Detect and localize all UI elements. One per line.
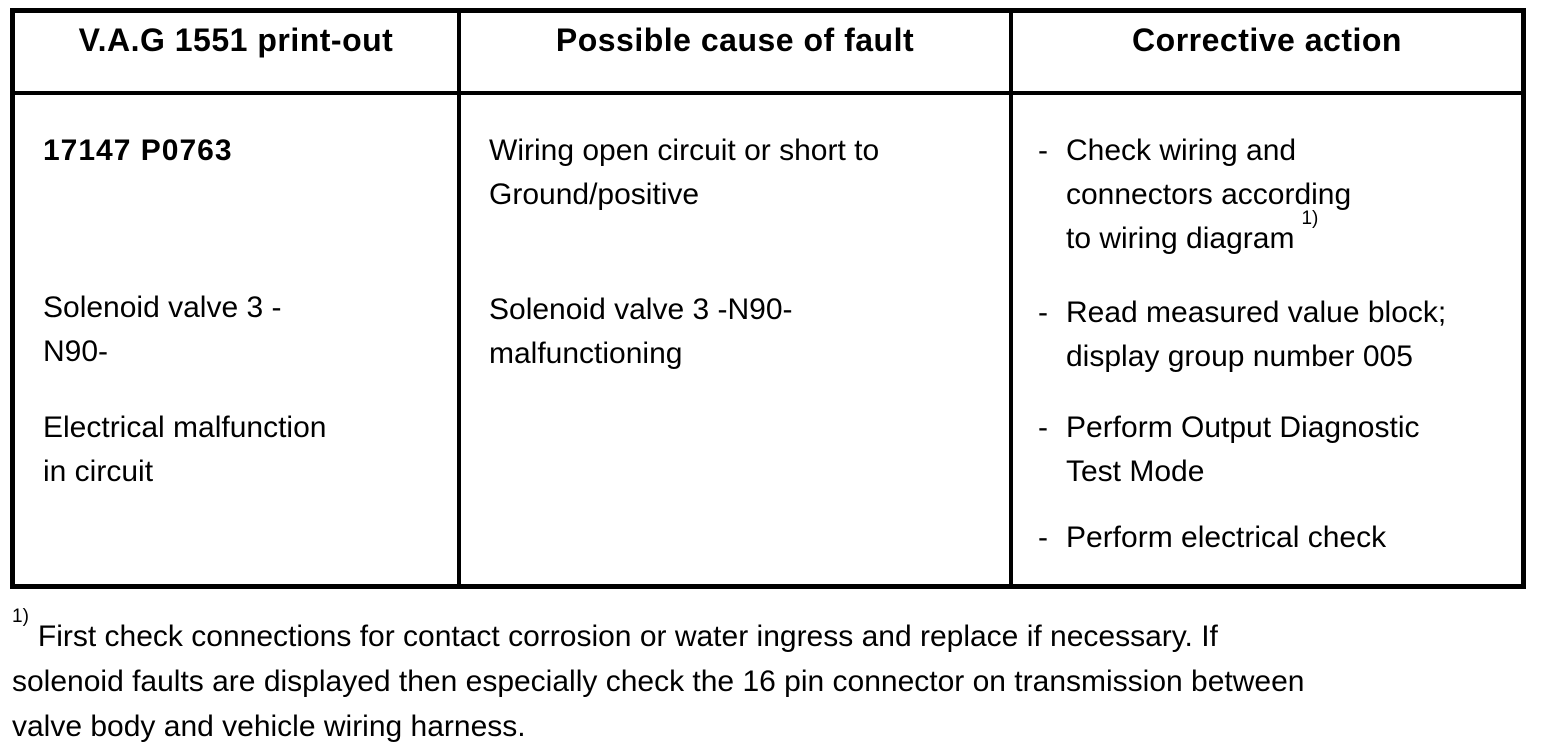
action-check-wiring: - Check wiring and connectors according … — [1038, 129, 1351, 261]
footnote-reference: 1) — [1301, 208, 1319, 229]
action-output-diagnostic: - Perform Output Diagnostic Test Mode — [1038, 406, 1419, 494]
cause-wiring: Wiring open circuit or short to Ground/p… — [489, 134, 880, 211]
dtc-fault-description: Electrical malfunction in circuit — [43, 411, 327, 488]
action-read-value-block: - Read measured value block; display gro… — [1038, 291, 1446, 379]
action-text: Read measured value block; display group… — [1066, 296, 1447, 373]
action-text: Check wiring and connectors according to… — [1066, 134, 1352, 255]
dtc-component: Solenoid valve 3 - N90- — [43, 291, 282, 368]
printout-cell: 17147 P0763 Solenoid valve 3 - N90- Elec… — [15, 95, 461, 584]
dtc-code: 17147 P0763 — [43, 134, 233, 167]
dash-bullet: - — [1038, 521, 1048, 554]
dash-bullet: - — [1038, 134, 1048, 167]
action-electrical-check: - Perform electrical check — [1038, 516, 1386, 560]
action-text: Perform Output Diagnostic Test Mode — [1066, 411, 1420, 488]
dash-bullet: - — [1038, 411, 1048, 444]
cause-cell: Wiring open circuit or short to Ground/p… — [461, 95, 1013, 584]
header-vag-1551-printout: V.A.G 1551 print-out — [15, 13, 461, 91]
header-possible-cause: Possible cause of fault — [461, 13, 1013, 91]
action-text: Perform electrical check — [1066, 521, 1387, 554]
fault-code-table: V.A.G 1551 print-out Possible cause of f… — [10, 8, 1526, 589]
footnote: 1)First check connections for contact co… — [12, 607, 1442, 749]
table-body-row: 17147 P0763 Solenoid valve 3 - N90- Elec… — [15, 95, 1521, 584]
footnote-text: First check connections for contact corr… — [12, 620, 1305, 743]
table-header-row: V.A.G 1551 print-out Possible cause of f… — [15, 13, 1521, 95]
cause-solenoid: Solenoid valve 3 -N90- malfunctioning — [489, 293, 793, 370]
dash-bullet: - — [1038, 296, 1048, 329]
footnote-marker: 1) — [12, 606, 29, 627]
action-cell: - Check wiring and connectors according … — [1013, 95, 1521, 584]
header-corrective-action: Corrective action — [1132, 22, 1402, 58]
